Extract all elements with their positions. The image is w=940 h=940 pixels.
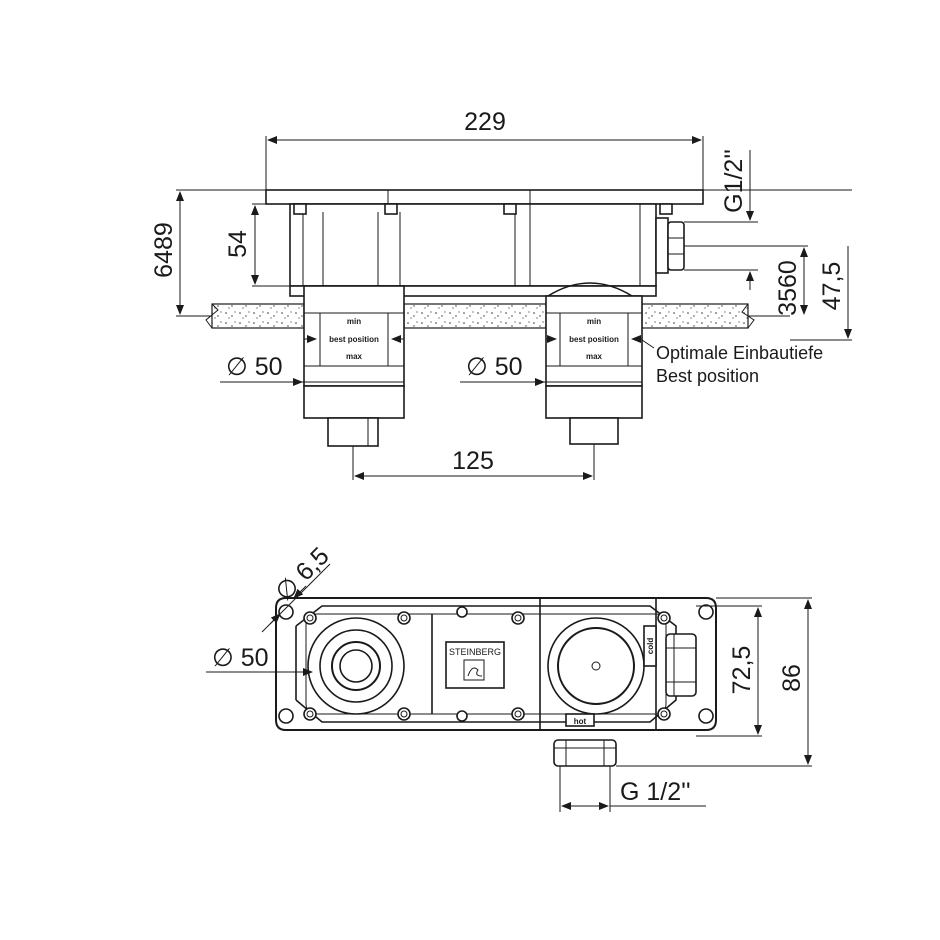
wall-section-left xyxy=(211,303,305,329)
dim-54: 54 xyxy=(224,230,252,258)
dim-6489: 6489 xyxy=(150,222,178,278)
dim-86: 86 xyxy=(778,664,806,692)
side-view: min best position max min best position … xyxy=(150,108,852,480)
sleeve-right-min: min xyxy=(587,317,601,326)
spindle-right xyxy=(569,417,619,445)
front-view: STEINBERG cold hot ∅ 6,5 ∅ 50 72, xyxy=(206,542,812,812)
brand-logo-icon xyxy=(467,667,483,677)
housing-body xyxy=(289,203,657,287)
hot-label: hot xyxy=(574,717,587,726)
mounting-plate xyxy=(265,189,704,205)
dim-229: 229 xyxy=(464,108,506,136)
front-side-connector xyxy=(665,633,697,697)
mount-hole-tr xyxy=(698,604,714,620)
valve-left-outer xyxy=(307,617,405,715)
dim-125: 125 xyxy=(452,447,494,475)
dim-g12-top: G1/2'' xyxy=(720,149,748,213)
screw-bosses xyxy=(303,606,671,722)
sleeve-right-best: best position xyxy=(569,335,619,344)
cold-label: cold xyxy=(646,638,655,655)
dim-g12-bottom: G 1/2'' xyxy=(620,778,691,806)
dim-3560: 3560 xyxy=(774,260,802,316)
dim-dia65: ∅ 6,5 xyxy=(270,542,335,607)
wall-section-right xyxy=(641,303,749,329)
dim-dia50-left: ∅ 50 xyxy=(226,353,283,381)
dim-725: 72,5 xyxy=(728,646,756,695)
mount-hole-bl xyxy=(278,708,294,724)
sleeve-right-max: max xyxy=(586,352,603,361)
wall-section-mid xyxy=(403,303,547,329)
mount-hole-br xyxy=(698,708,714,724)
note-line1: Optimale Einbautiefe xyxy=(656,343,823,363)
dim-dia50-right: ∅ 50 xyxy=(466,353,523,381)
dim-dia50-bottom: ∅ 50 xyxy=(212,644,269,672)
front-plate xyxy=(275,597,717,731)
sleeve-left-min: min xyxy=(347,317,361,326)
sleeve-left xyxy=(303,285,405,387)
sleeve-left-best: best position xyxy=(329,335,379,344)
note-line2: Best position xyxy=(656,366,759,386)
sleeve-left-max: max xyxy=(346,352,363,361)
spindle-left xyxy=(327,417,379,447)
brand-text: STEINBERG xyxy=(449,647,501,657)
dim-475: 47,5 xyxy=(818,262,846,311)
side-connector xyxy=(667,221,685,271)
valve-right-outer xyxy=(547,617,645,715)
mount-hole-tl xyxy=(278,604,294,620)
bottom-connector xyxy=(553,739,617,767)
